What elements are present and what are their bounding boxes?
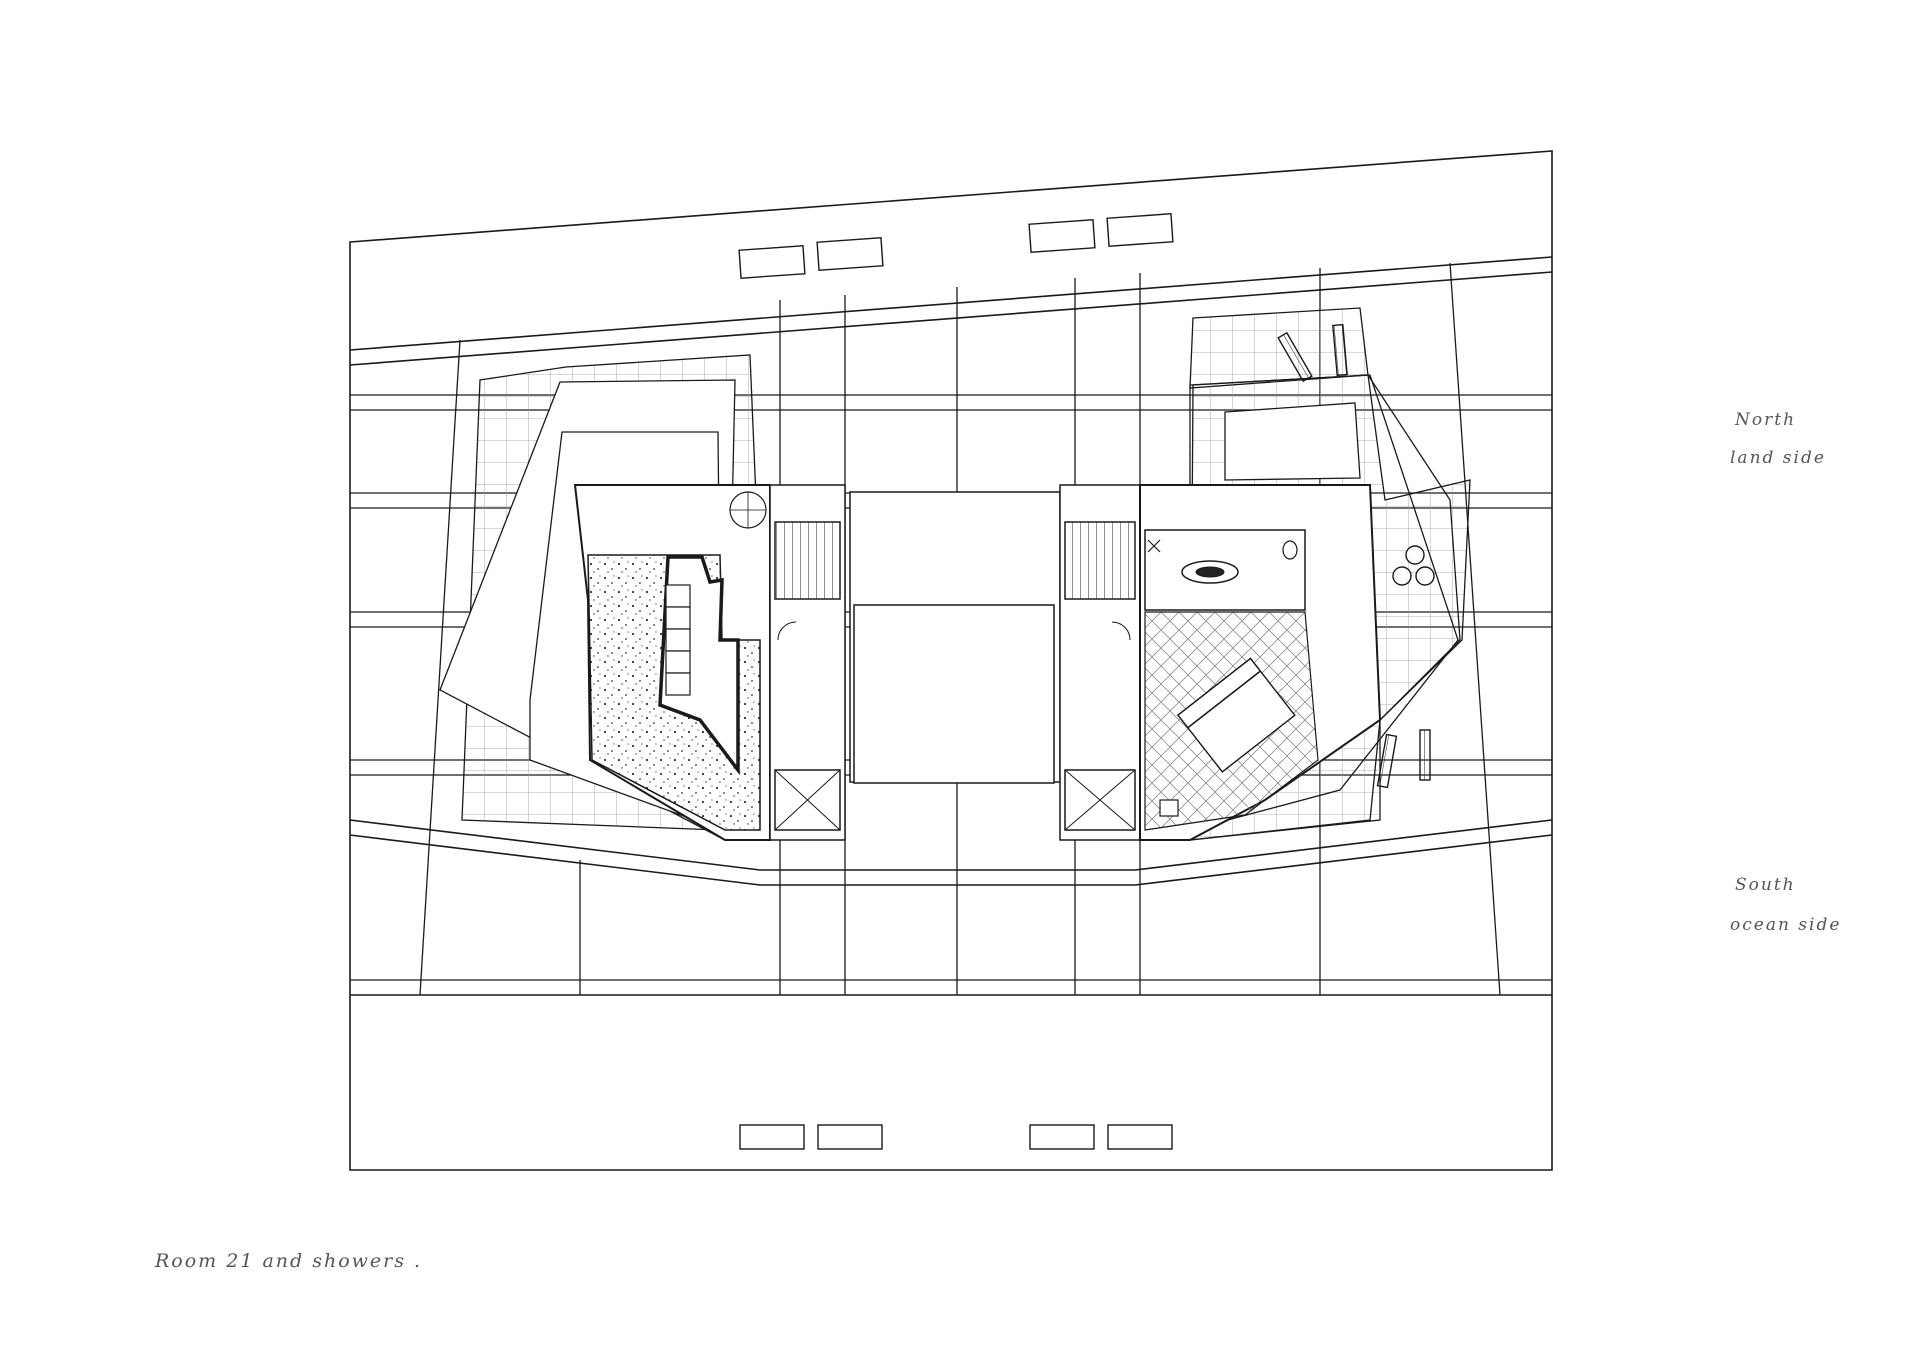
right-room (1139, 484, 1382, 841)
building-outline (349, 150, 1553, 1171)
skylights (738, 213, 1174, 1150)
core-right (1059, 484, 1141, 841)
sun-loungers (1277, 323, 1435, 789)
north-label: North (1735, 410, 1797, 430)
north-sublabel: land side (1730, 448, 1826, 468)
drawing-caption: Room 21 and showers . (155, 1250, 423, 1272)
left-room (573, 484, 771, 841)
south-label: South (1735, 875, 1796, 895)
central-courtyard (849, 491, 1061, 784)
core-left (769, 484, 846, 841)
terrace-edges (1189, 374, 1461, 841)
south-sublabel: ocean side (1730, 915, 1842, 935)
